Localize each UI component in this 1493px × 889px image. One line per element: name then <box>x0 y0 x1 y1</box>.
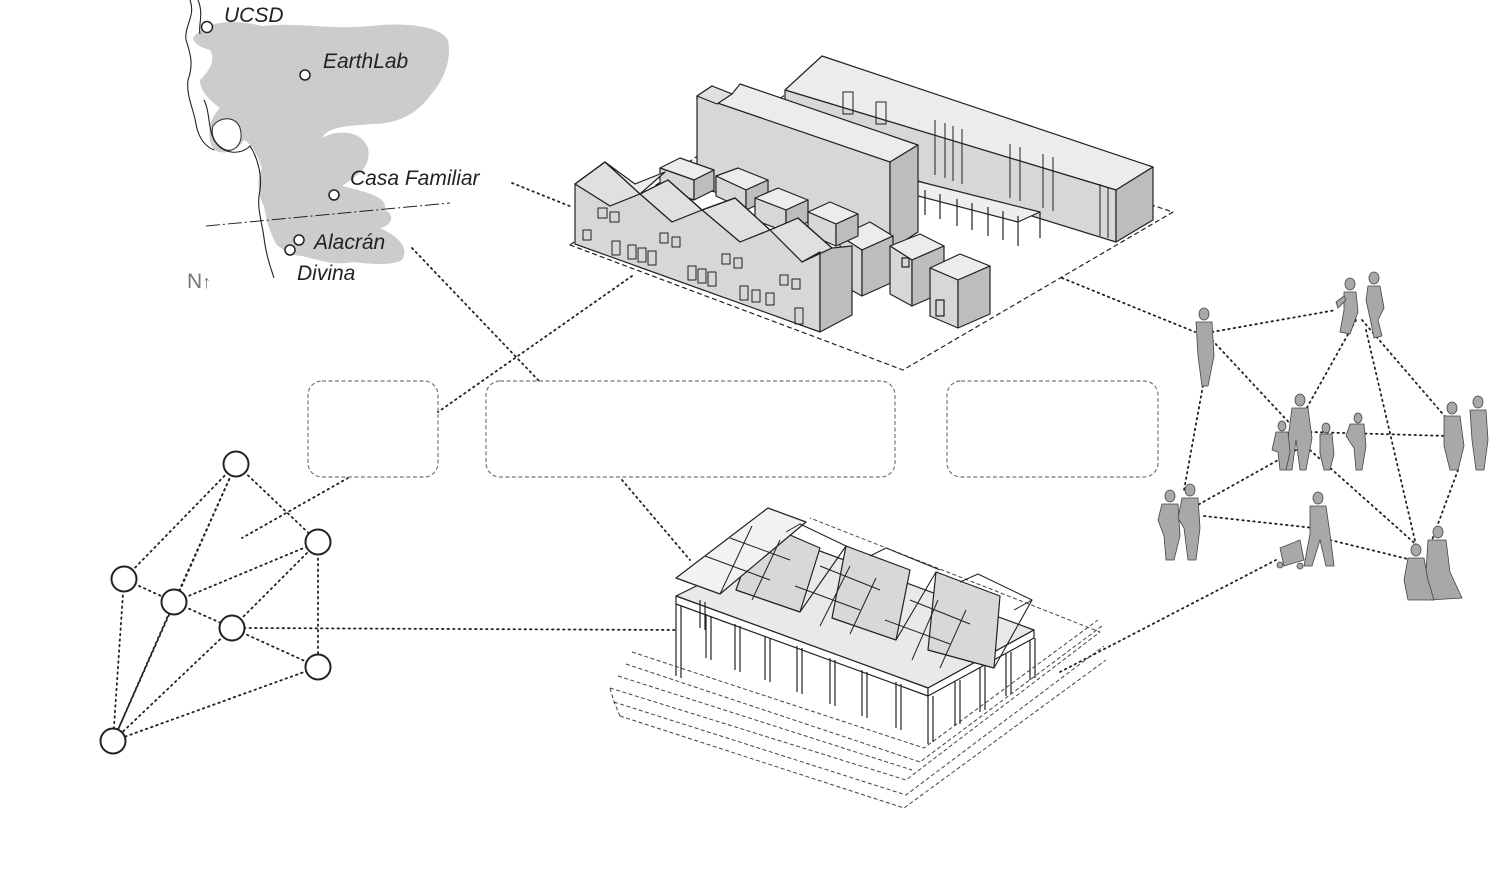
network-node <box>160 588 188 616</box>
north-indicator: N↑ <box>187 271 211 292</box>
border-line <box>205 202 451 227</box>
person-figure <box>1157 483 1201 561</box>
people-figures-icon <box>1157 271 1489 601</box>
map-label-divina: Divina <box>297 262 356 285</box>
map-label-casa-familiar: Casa Familiar <box>350 167 480 190</box>
north-arrow-icon: ↑ <box>202 272 212 292</box>
network-node <box>304 653 332 681</box>
dashed-box-group <box>307 380 1159 478</box>
dotted-connectors <box>241 182 1277 673</box>
network-nodes <box>99 450 332 755</box>
dashed-box-right-text <box>947 381 1158 477</box>
map-label-alacran: Alacrán <box>314 231 386 254</box>
people-edges <box>1183 309 1459 561</box>
network-node <box>110 565 138 593</box>
pavilion-icon <box>609 507 1107 809</box>
person-figure <box>1195 307 1215 387</box>
person-figure <box>1443 395 1489 471</box>
dashed-box-center <box>485 380 896 478</box>
network-node <box>99 727 127 755</box>
network-graph-icon <box>99 450 332 755</box>
map-label-earthlab: EarthLab <box>323 50 409 73</box>
map-markers <box>200 20 340 256</box>
network-node <box>304 528 332 556</box>
map-label-ucsd: UCSD <box>224 4 284 27</box>
north-label: N <box>187 270 203 293</box>
dashed-box-left <box>307 380 439 478</box>
person-figure <box>1335 271 1385 339</box>
buildings-complex-icon <box>569 55 1174 371</box>
dashed-box-right <box>946 380 1159 478</box>
person-figure <box>1276 491 1335 570</box>
dashed-box-center-text <box>486 381 895 477</box>
dashed-box-left-text <box>308 381 438 477</box>
network-node <box>218 614 246 642</box>
person-figure <box>1271 393 1367 471</box>
network-edges <box>112 463 319 742</box>
map-coastline <box>185 0 275 279</box>
person-figure <box>1403 525 1463 601</box>
network-node <box>222 450 250 478</box>
map-land <box>193 22 450 264</box>
